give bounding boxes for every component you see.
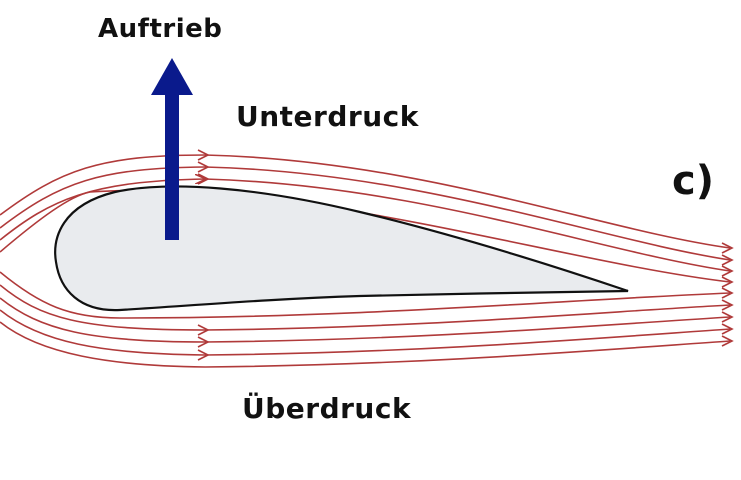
streamline	[0, 297, 731, 343]
lift-arrow	[151, 58, 193, 240]
lift-arrow-head	[151, 58, 193, 95]
streamline-arrowhead	[197, 173, 210, 185]
streamline-arrowhead	[721, 254, 734, 266]
streamline	[0, 321, 731, 368]
streamline-arrowhead	[197, 161, 210, 173]
streamline	[204, 178, 731, 272]
streamline	[0, 309, 731, 356]
lift-arrow-shaft	[165, 92, 179, 240]
streamline-arrowhead	[721, 265, 734, 277]
lift-label: Auftrieb	[98, 14, 223, 44]
streamline-arrowheads	[197, 149, 734, 361]
streamline-arrowhead	[721, 299, 734, 311]
lower-streamlines	[0, 271, 731, 368]
streamline-arrowhead	[197, 336, 210, 348]
streamline-arrowhead	[721, 335, 734, 347]
streamline-arrowhead	[721, 323, 734, 335]
streamline	[0, 284, 731, 331]
panel-label: c)	[672, 158, 714, 204]
streamline	[0, 271, 731, 319]
streamline-arrowhead	[721, 311, 734, 323]
low-pressure-label: Unterdruck	[236, 100, 419, 133]
streamline-arrowhead	[721, 276, 734, 288]
airfoil	[54, 185, 629, 312]
streamline-arrowhead	[197, 324, 210, 336]
streamline-arrowhead	[721, 242, 734, 254]
high-pressure-label: Überdruck	[242, 392, 412, 425]
streamline-arrowhead	[721, 287, 734, 299]
streamline-arrowhead	[197, 349, 210, 361]
streamline	[204, 154, 731, 249]
streamline-arrowhead	[197, 149, 210, 161]
streamline	[204, 166, 731, 261]
